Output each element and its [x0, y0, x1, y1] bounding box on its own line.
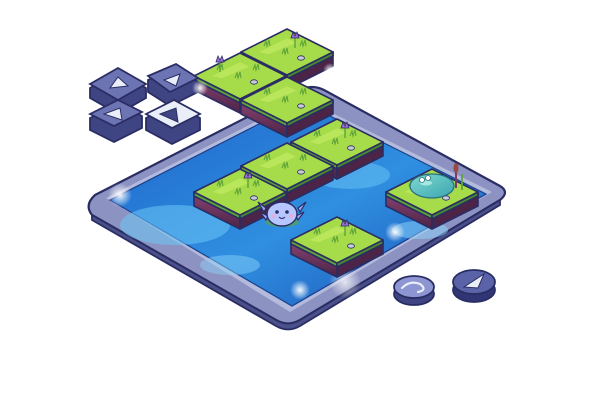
flower-icon: [243, 170, 253, 179]
dpad-up-button[interactable]: [88, 66, 148, 116]
flower-icon: [340, 120, 350, 129]
action-button-b[interactable]: [393, 275, 435, 306]
action-button-a[interactable]: [452, 269, 496, 303]
dpad: [87, 62, 202, 146]
dpad-down-button[interactable]: [144, 98, 202, 146]
tile-top-right[interactable]: [240, 76, 334, 138]
arrow-up-icon: [108, 76, 130, 89]
arrow-left-icon: [102, 107, 123, 121]
arrow-down-icon: [158, 107, 179, 123]
axolotl-icon[interactable]: [257, 201, 307, 227]
sparkles: [141, 63, 499, 338]
arrow-icon: [462, 272, 486, 289]
swirl-icon: [400, 281, 425, 294]
tile-front-right[interactable]: [290, 216, 384, 278]
pond-icon: [409, 163, 463, 199]
flower-icon: [340, 218, 350, 227]
arrow-right-icon: [162, 73, 181, 87]
dpad-left-button[interactable]: [87, 98, 145, 144]
tile-mid-back[interactable]: [290, 118, 384, 180]
flower-icon: [290, 30, 300, 39]
flower-icon: [215, 54, 225, 63]
tile-front-left[interactable]: [193, 168, 287, 230]
island-tiles: [193, 28, 479, 278]
dpad-right-button[interactable]: [146, 62, 200, 108]
